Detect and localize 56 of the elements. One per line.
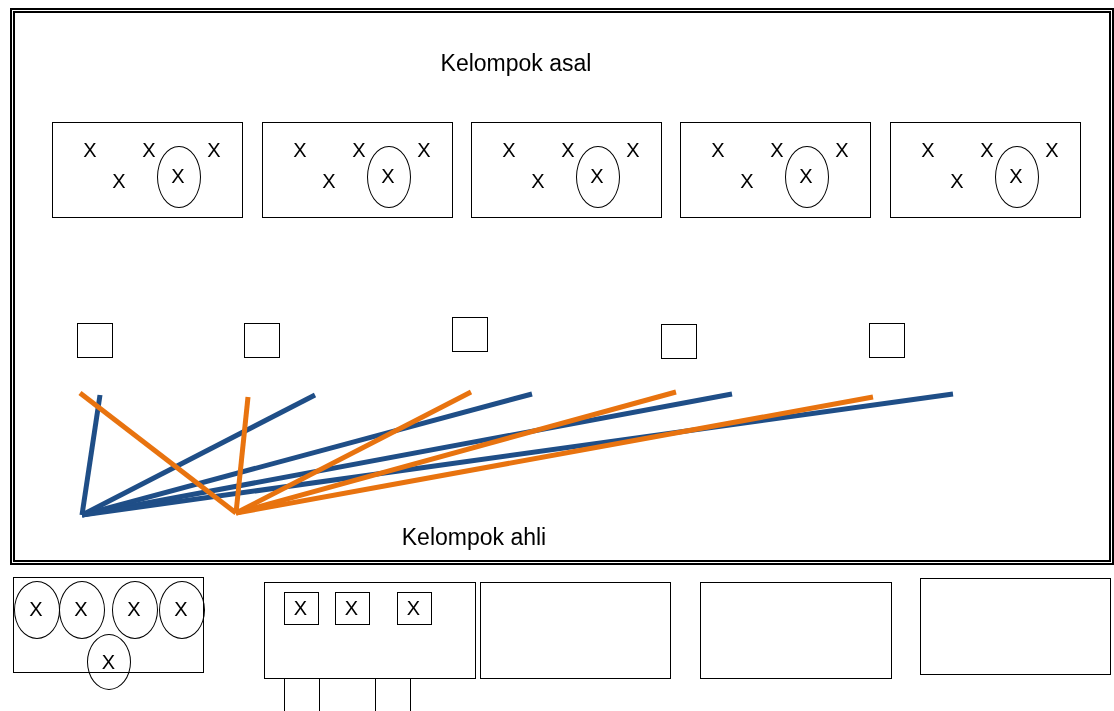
square-box bbox=[334, 591, 370, 625]
square-box bbox=[283, 591, 319, 625]
square-box bbox=[920, 578, 1111, 675]
group-box bbox=[680, 122, 871, 218]
cross-mark-text: X bbox=[950, 171, 964, 191]
square-box bbox=[700, 582, 892, 679]
cross-mark-text: X bbox=[83, 140, 97, 160]
group-box bbox=[262, 122, 453, 218]
square-box bbox=[13, 577, 204, 673]
square-box bbox=[869, 323, 905, 358]
group-box bbox=[471, 122, 662, 218]
square-box bbox=[452, 317, 488, 352]
cross-mark-text: X bbox=[101, 651, 116, 672]
cross-mark-text: X bbox=[799, 166, 813, 186]
cross-mark-text: X bbox=[174, 599, 188, 619]
cross-mark-text: X bbox=[626, 140, 640, 160]
cross-mark-text: X bbox=[171, 166, 185, 186]
cross-mark-text: X bbox=[1045, 140, 1059, 160]
cross-mark-text: X bbox=[531, 171, 545, 191]
heading-text: Kelompok asal bbox=[440, 51, 592, 75]
cross-mark-text: X bbox=[1009, 166, 1023, 186]
cross-mark-text: X bbox=[502, 140, 516, 160]
cross-mark-text: X bbox=[835, 140, 849, 160]
square-box bbox=[396, 591, 432, 625]
cross-mark-text: X bbox=[293, 140, 307, 160]
cross-mark-text: X bbox=[770, 140, 784, 160]
group-box bbox=[52, 122, 243, 218]
square-box bbox=[244, 323, 280, 358]
square-box bbox=[661, 324, 697, 359]
cross-mark-text: X bbox=[207, 140, 221, 160]
square-box bbox=[480, 582, 671, 679]
frame-box bbox=[10, 8, 1114, 565]
square-box bbox=[77, 323, 113, 358]
square-box bbox=[264, 582, 476, 679]
cross-mark-text: X bbox=[127, 599, 141, 619]
cross-mark-text: X bbox=[74, 599, 88, 619]
cross-mark-text: X bbox=[740, 171, 754, 191]
cross-mark-text: X bbox=[322, 171, 336, 191]
cross-mark-text: X bbox=[344, 597, 359, 618]
cross-mark-text: X bbox=[112, 171, 126, 191]
heading-text: Kelompok ahli bbox=[401, 525, 547, 549]
leg-box bbox=[284, 678, 320, 711]
cross-mark-text: X bbox=[417, 140, 431, 160]
leg-box bbox=[375, 678, 411, 711]
cross-mark-text: X bbox=[142, 140, 156, 160]
cross-mark-text: X bbox=[711, 140, 725, 160]
cross-mark-text: X bbox=[590, 166, 604, 186]
cross-mark-text: X bbox=[29, 599, 43, 619]
cross-mark-text: X bbox=[352, 140, 366, 160]
cross-mark-text: X bbox=[921, 140, 935, 160]
cross-mark-text: X bbox=[561, 140, 575, 160]
cross-mark-text: X bbox=[293, 597, 308, 618]
group-box bbox=[890, 122, 1081, 218]
cross-mark-text: X bbox=[381, 166, 395, 186]
cross-mark-text: X bbox=[980, 140, 994, 160]
cross-mark-text: X bbox=[406, 597, 421, 618]
